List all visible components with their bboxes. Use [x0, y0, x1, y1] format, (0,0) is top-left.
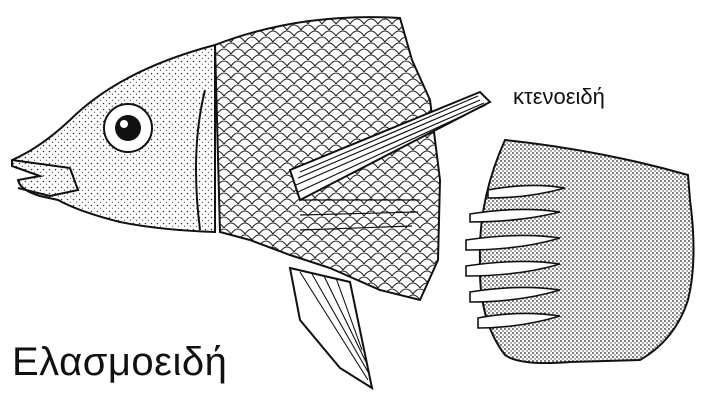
scale-outline: [480, 140, 694, 363]
fish-pelvic-fin: [290, 268, 372, 388]
ctenoid-scale-illustration: [466, 140, 694, 363]
label-ctenoid: κτενοειδή: [513, 84, 605, 110]
label-lamellar: Ελασμοειδή: [12, 340, 227, 385]
fish-eye: [104, 104, 152, 152]
fish-illustration: [12, 17, 490, 388]
